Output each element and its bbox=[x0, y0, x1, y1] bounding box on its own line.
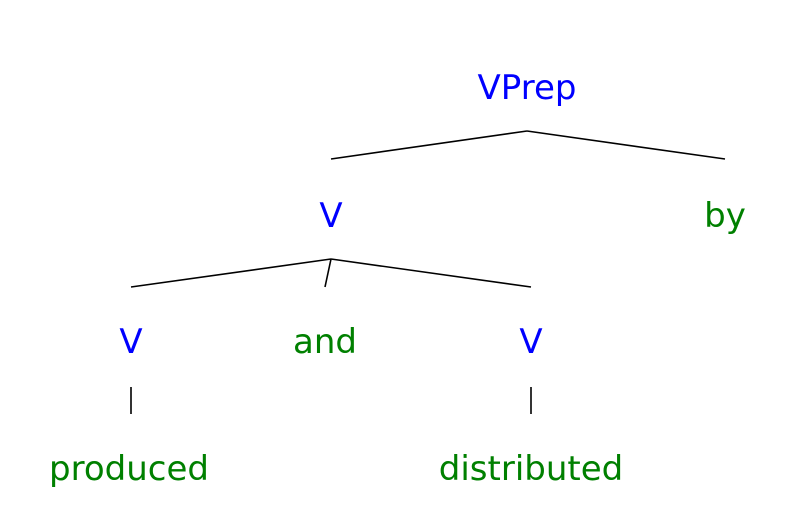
node-v-right: V bbox=[519, 322, 542, 362]
node-word-produced: produced bbox=[49, 449, 209, 489]
edge-vprep-by bbox=[526, 130, 726, 160]
edge-v-v-left bbox=[130, 258, 332, 288]
node-word-distributed: distributed bbox=[439, 449, 623, 489]
edge-v-and bbox=[324, 258, 332, 288]
tree-edges bbox=[130, 130, 726, 414]
node-word-and: and bbox=[293, 322, 357, 362]
tree-nodes: VPrep V by V and V produced distributed bbox=[49, 68, 746, 489]
edge-v-v-right bbox=[330, 258, 532, 288]
node-v-coordination: V bbox=[319, 196, 342, 236]
node-vprep: VPrep bbox=[478, 68, 577, 108]
node-v-left: V bbox=[119, 322, 142, 362]
edge-vprep-v bbox=[330, 130, 528, 160]
node-word-by: by bbox=[704, 196, 746, 236]
